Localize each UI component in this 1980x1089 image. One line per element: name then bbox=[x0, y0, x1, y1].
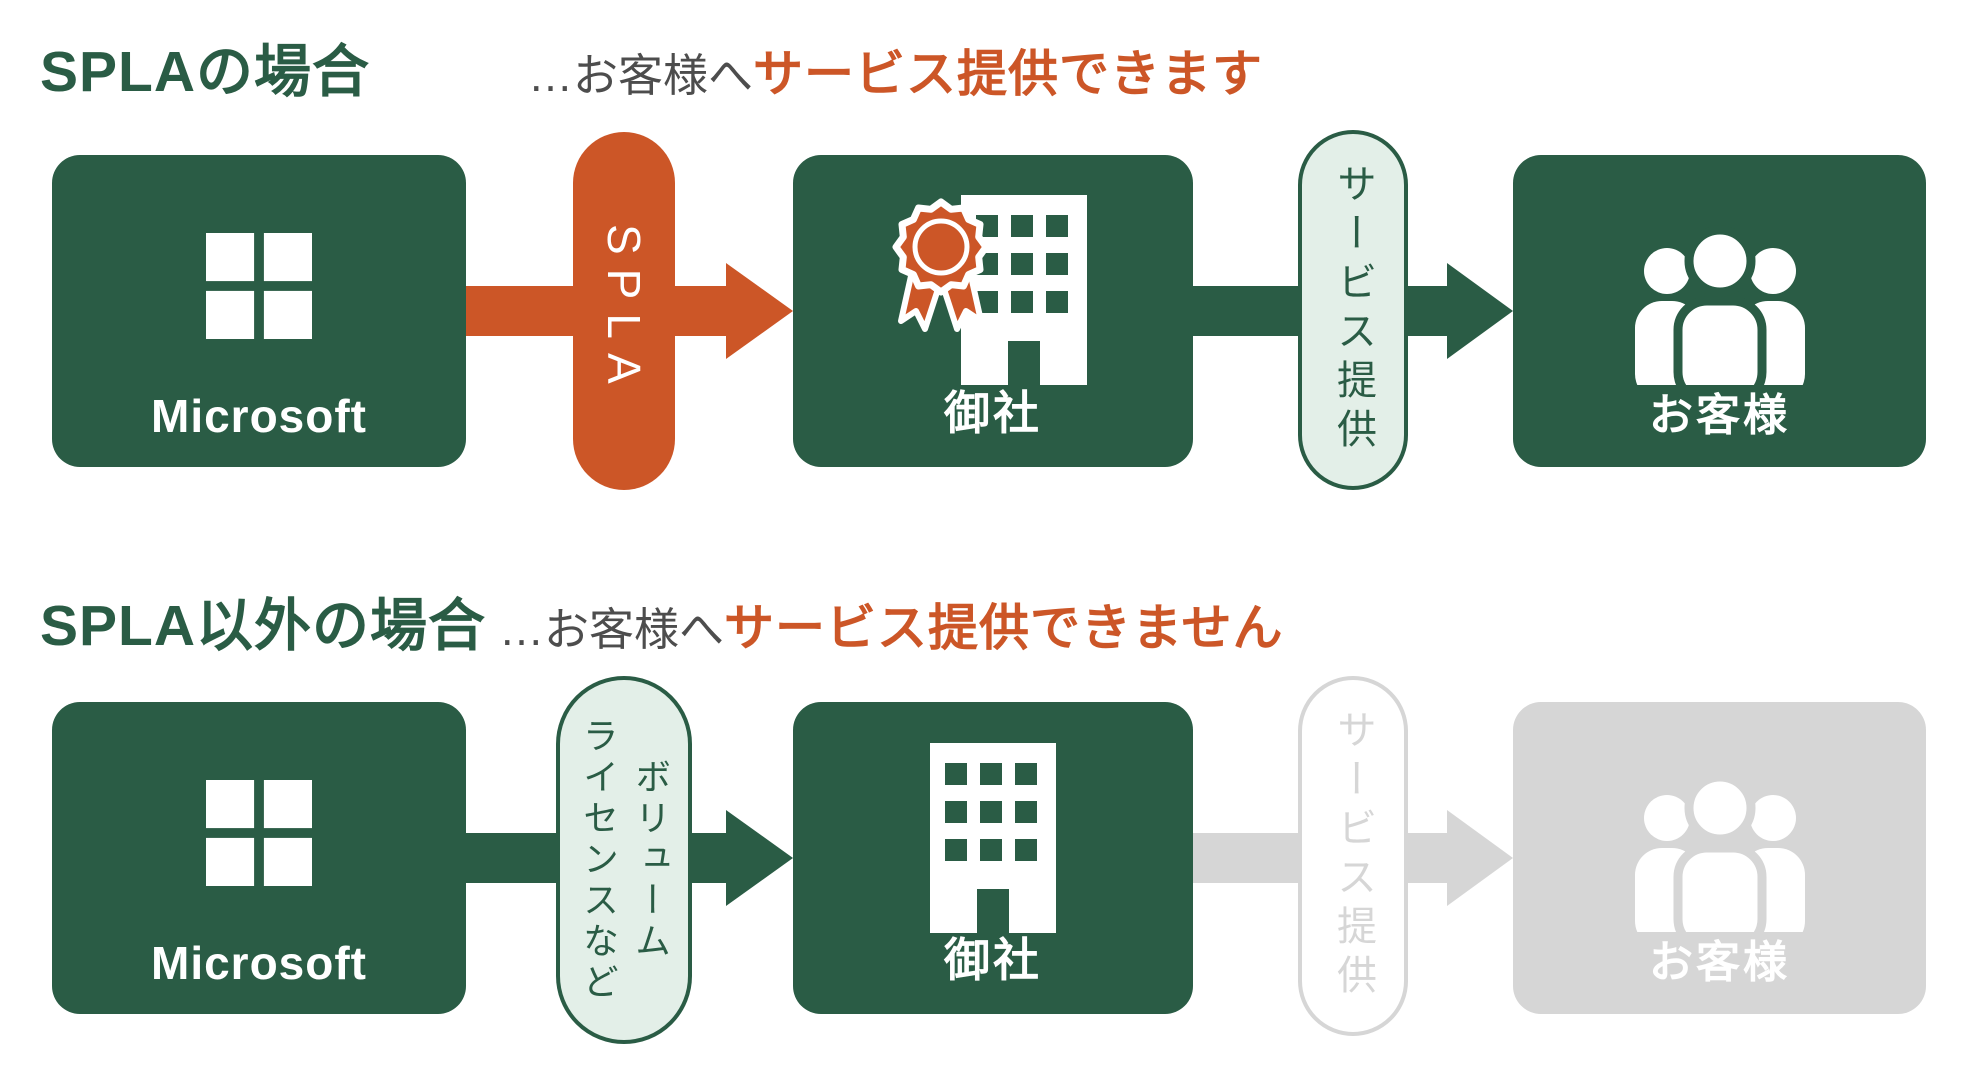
customer-box: お客様 bbox=[1513, 155, 1926, 467]
spla-pill-label: SPLA bbox=[598, 224, 650, 398]
section-title: SPLAの場合 bbox=[40, 40, 371, 104]
section-header: SPLAの場合 …お客様へ サービス提供できます bbox=[40, 26, 1263, 108]
company-box: 御社 bbox=[793, 702, 1193, 1014]
building-icon bbox=[892, 195, 1087, 385]
customer-label: お客様 bbox=[1649, 938, 1790, 987]
section-header: SPLA以外の場合 …お客様へ サービス提供できません bbox=[40, 580, 1284, 662]
service-pill-label: サービス提供 bbox=[1331, 709, 1375, 1003]
windows-logo-icon bbox=[206, 780, 312, 886]
company-box: 御社 bbox=[793, 155, 1193, 467]
volume-license-line2: ライセンスなど bbox=[578, 716, 619, 1004]
windows-logo-icon bbox=[206, 233, 312, 339]
building-icon bbox=[930, 743, 1056, 933]
company-label: 御社 bbox=[944, 387, 1042, 439]
volume-license-pill: ボリューム ライセンスなど bbox=[556, 676, 692, 1044]
customer-label: お客様 bbox=[1649, 391, 1790, 440]
microsoft-label: Microsoft bbox=[151, 390, 367, 442]
company-label: 御社 bbox=[944, 934, 1042, 986]
customer-box: お客様 bbox=[1513, 702, 1926, 1014]
subtitle-highlight: サービス提供できません bbox=[724, 600, 1284, 656]
service-pill: サービス提供 bbox=[1298, 676, 1408, 1036]
service-pill-label: サービス提供 bbox=[1331, 163, 1375, 457]
microsoft-label: Microsoft bbox=[151, 937, 367, 989]
volume-license-line1: ボリューム bbox=[630, 757, 671, 963]
subtitle-prefix: …お客様へ bbox=[499, 604, 725, 655]
people-group-icon bbox=[1634, 225, 1805, 385]
microsoft-box: Microsoft bbox=[52, 702, 466, 1014]
service-pill: サービス提供 bbox=[1298, 130, 1408, 490]
subtitle-prefix: …お客様へ bbox=[528, 50, 754, 101]
subtitle-highlight: サービス提供できます bbox=[753, 46, 1264, 102]
volume-license-pill-label: ボリューム ライセンスなど bbox=[572, 717, 676, 1004]
section-title: SPLA以外の場合 bbox=[40, 594, 487, 658]
spla-pill: SPLA bbox=[573, 132, 675, 490]
microsoft-box: Microsoft bbox=[52, 155, 466, 467]
people-group-icon bbox=[1634, 772, 1805, 932]
award-ribbon-icon bbox=[892, 198, 990, 332]
